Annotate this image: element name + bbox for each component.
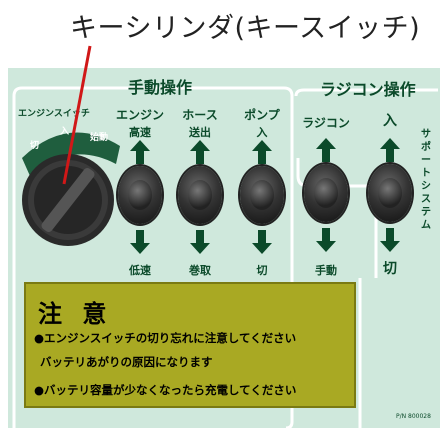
support-system-label: サ ポ ー ト シ ス テ ム: [420, 128, 432, 232]
manual-section-title: 手動操作: [128, 78, 193, 97]
support-char: テ: [421, 207, 431, 218]
pump-down-label: 切: [256, 264, 268, 277]
pump-switch[interactable]: [240, 166, 284, 224]
engine-up-label: 高速: [129, 126, 151, 139]
hose-down-label: 巻取: [189, 264, 211, 277]
caution-line-3: ●バッテリ容量が少なくなったら充電してください: [34, 383, 297, 397]
pump-down-arrow: [252, 230, 272, 254]
support-char: ス: [421, 194, 431, 205]
key-switch-label: エンジンスイッチ: [18, 109, 90, 119]
caution-line-2: バッテリあがりの原因になります: [40, 355, 213, 369]
support-char: サ: [421, 129, 431, 140]
support-char: シ: [421, 181, 431, 192]
radio2-up-arrow: [380, 138, 400, 162]
engine-label: エンジン: [115, 108, 164, 122]
hose-up-label: 送出: [189, 126, 211, 139]
hose-switch[interactable]: [178, 166, 222, 224]
radio2-up-label: 入: [383, 113, 397, 129]
support-char: ム: [421, 220, 431, 231]
callout-leader-line: [62, 45, 92, 185]
engine-down-arrow: [130, 230, 150, 254]
engine-down-label: 低速: [129, 264, 151, 277]
radio-manual-switch[interactable]: [304, 164, 348, 222]
caution-line-1: ●エンジンスイッチの切り忘れに注意してください: [34, 331, 297, 345]
hose-down-arrow: [190, 230, 210, 254]
pump-label: ポンプ: [244, 108, 280, 122]
radio-down-arrow: [316, 228, 336, 252]
support-char: ト: [421, 168, 431, 179]
key-position-off: 切: [30, 141, 40, 151]
part-number: P/N 800028: [396, 413, 431, 420]
pump-up-label: 入: [256, 126, 268, 139]
hose-label: ホース: [182, 108, 218, 122]
support-char: ー: [421, 155, 431, 166]
callout-title: キーシリンダ(キースイッチ): [70, 13, 421, 44]
radio-section-border: [294, 88, 438, 97]
caution-title: 注 意: [38, 300, 113, 328]
radio-up-label: ラジコン: [302, 116, 350, 130]
key-position-on: 入: [60, 127, 70, 137]
caution-box: 注 意 ●エンジンスイッチの切り忘れに注意してください バッテリあがりの原因にな…: [24, 282, 356, 408]
pump-up-arrow: [252, 140, 272, 164]
radio-section-title: ラジコン操作: [320, 80, 416, 99]
support-char: ポ: [421, 142, 431, 153]
radio2-down-label: 切: [383, 261, 397, 277]
manual-section-border: [12, 86, 294, 428]
radio-up-arrow: [316, 138, 336, 162]
engine-speed-switch[interactable]: [118, 166, 162, 224]
key-position-start: 始動: [90, 133, 109, 143]
radio-power-switch[interactable]: [368, 164, 412, 222]
engine-up-arrow: [130, 140, 150, 164]
radio2-down-arrow: [380, 228, 400, 252]
key-cylinder[interactable]: [20, 152, 116, 248]
hose-up-arrow: [190, 140, 210, 164]
radio-down-label: 手動: [315, 264, 337, 277]
